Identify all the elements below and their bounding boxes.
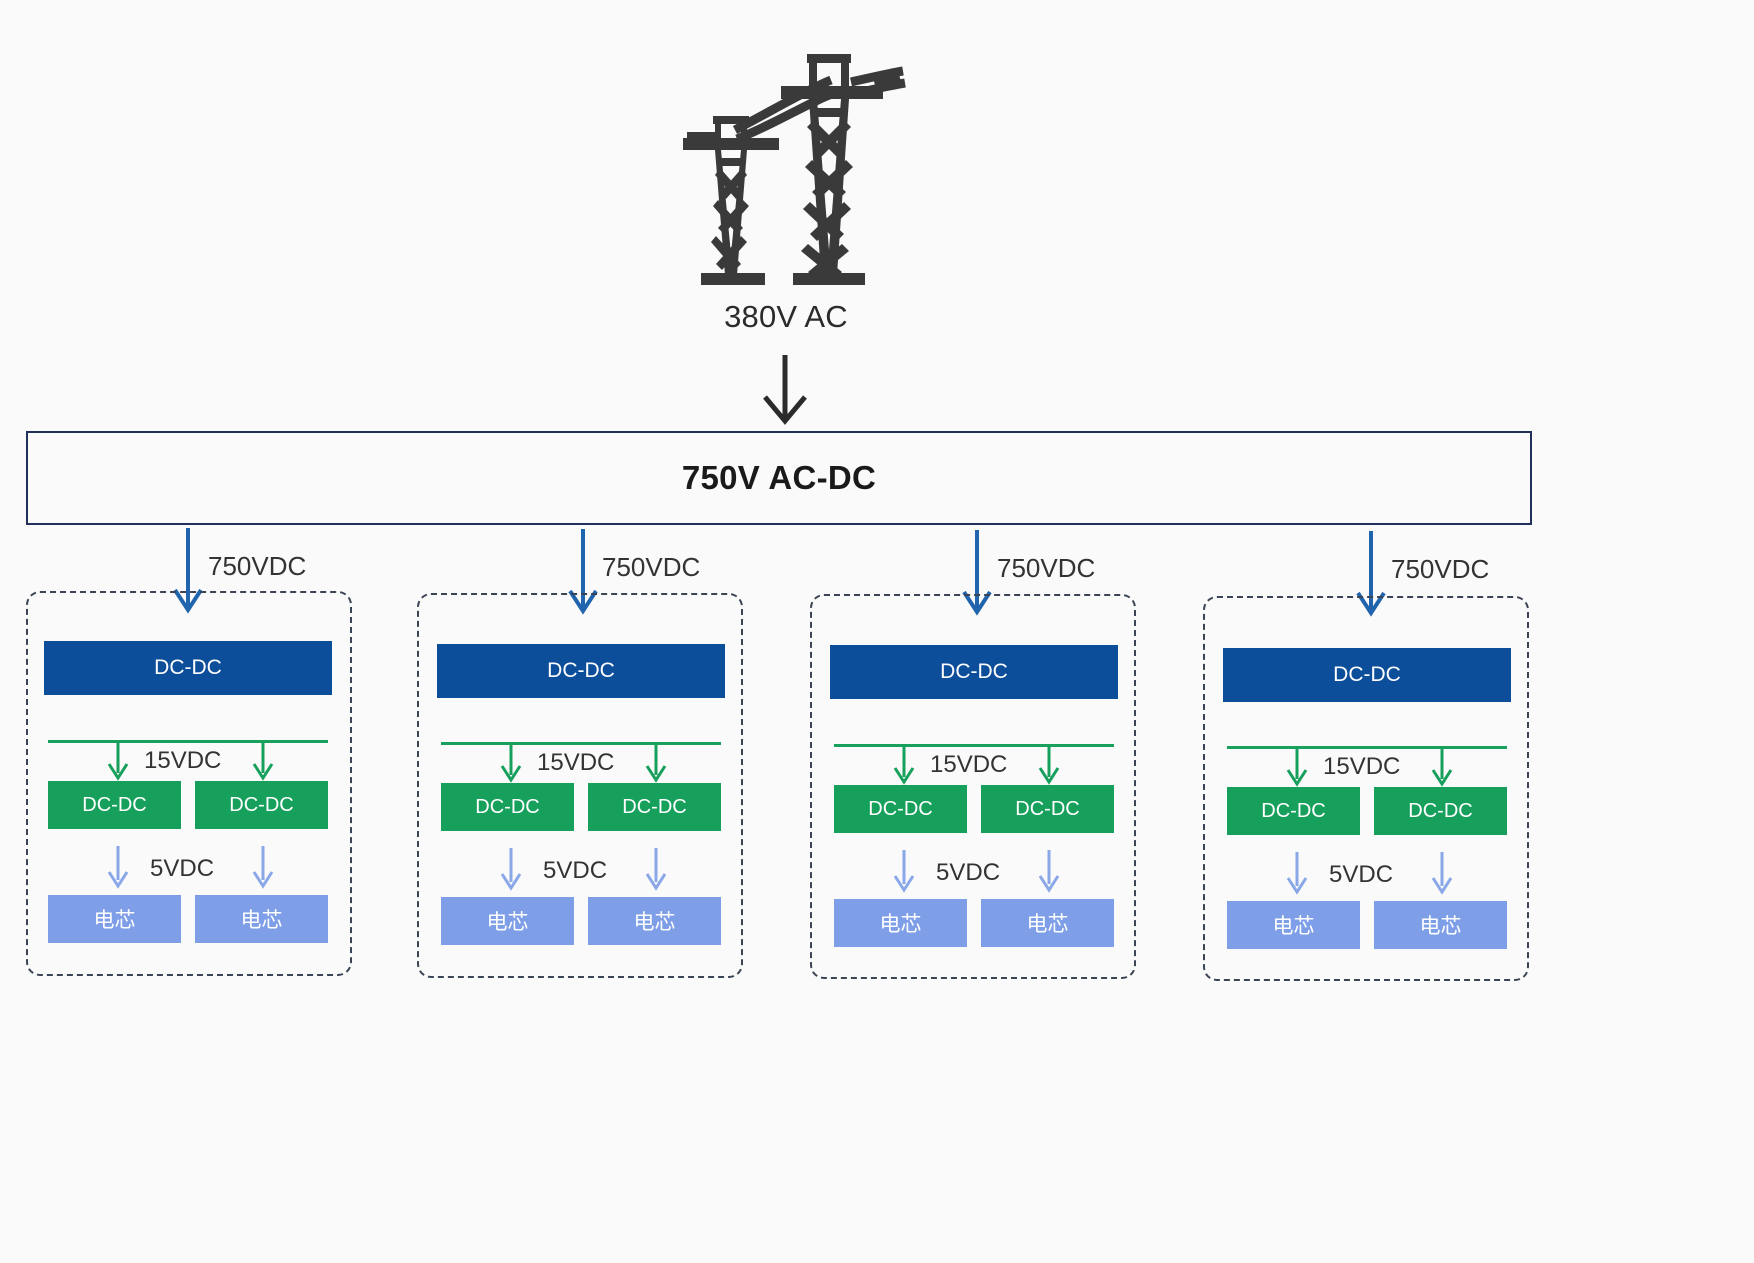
dcdc-blue-label-4: DC-DC	[1333, 663, 1401, 686]
bus-line-4	[1227, 746, 1507, 749]
dcdc-green-label-4a: DC-DC	[1261, 799, 1326, 822]
cell-box-3a[interactable]: 电芯	[834, 899, 967, 947]
acdc-converter-label: 750V AC-DC	[681, 459, 877, 496]
bus-line-1	[48, 740, 328, 743]
cell-arrow-2a	[498, 848, 524, 892]
cell-label-3b: 电芯	[1026, 913, 1069, 936]
dcdc-blue-1[interactable]: DC-DC	[44, 641, 332, 695]
cell-label-3a: 电芯	[879, 913, 922, 936]
cell-voltage-label-2: 5VDC	[543, 857, 608, 884]
cell-box-1b[interactable]: 电芯	[195, 895, 328, 943]
cell-label-1b: 电芯	[240, 909, 283, 932]
bus-arrow-1b	[250, 740, 276, 782]
dcdc-green-label-1a: DC-DC	[82, 793, 147, 816]
cell-box-2a[interactable]: 电芯	[441, 897, 574, 945]
cell-box-4b[interactable]: 电芯	[1374, 901, 1507, 949]
cell-arrow-1a	[105, 846, 131, 890]
dcdc-blue-label-3: DC-DC	[940, 660, 1008, 683]
dcdc-green-4a[interactable]: DC-DC	[1227, 787, 1360, 835]
dcdc-green-label-1b: DC-DC	[229, 793, 294, 816]
feeder-label-2: 750VDC	[602, 552, 701, 582]
cell-voltage-label-3: 5VDC	[936, 859, 1001, 886]
dcdc-green-label-2b: DC-DC	[622, 795, 687, 818]
bus-arrow-4b	[1429, 746, 1455, 788]
cell-label-4b: 电芯	[1419, 915, 1462, 938]
dcdc-green-4b[interactable]: DC-DC	[1374, 787, 1507, 835]
dcdc-green-label-3a: DC-DC	[868, 797, 933, 820]
bus-line-3	[834, 744, 1114, 747]
cell-box-2b[interactable]: 电芯	[588, 897, 721, 945]
cell-arrow-3b	[1036, 850, 1062, 894]
cell-box-4a[interactable]: 电芯	[1227, 901, 1360, 949]
cell-label-2a: 电芯	[486, 911, 529, 934]
feeder-label-1: 750VDC	[208, 551, 307, 581]
power-module-group-1[interactable]	[26, 591, 352, 976]
source-voltage-label: 380V AC	[724, 299, 848, 334]
power-module-group-4[interactable]	[1203, 596, 1529, 981]
cell-label-4a: 电芯	[1272, 915, 1315, 938]
cell-box-1a[interactable]: 电芯	[48, 895, 181, 943]
transmission-tower-icon	[663, 38, 909, 286]
power-module-group-3[interactable]	[810, 594, 1136, 979]
bus-arrow-2b	[643, 742, 669, 784]
cell-arrow-2b	[643, 848, 669, 892]
dcdc-green-3a[interactable]: DC-DC	[834, 785, 967, 833]
cell-voltage-label-1: 5VDC	[150, 855, 215, 882]
dcdc-blue-label-1: DC-DC	[154, 656, 222, 679]
cell-arrow-1b	[250, 846, 276, 890]
dcdc-green-label-3b: DC-DC	[1015, 797, 1080, 820]
cell-arrow-4a	[1284, 852, 1310, 896]
power-module-group-2[interactable]	[417, 593, 743, 978]
bus-label-1: 15VDC	[144, 747, 222, 774]
dcdc-blue-3[interactable]: DC-DC	[830, 645, 1118, 699]
bus-arrow-1a	[105, 740, 131, 782]
cell-label-1a: 电芯	[93, 909, 136, 932]
dcdc-green-3b[interactable]: DC-DC	[981, 785, 1114, 833]
bus-arrow-2a	[498, 742, 524, 784]
bus-arrow-3b	[1036, 744, 1062, 786]
dcdc-green-1a[interactable]: DC-DC	[48, 781, 181, 829]
cell-box-3b[interactable]: 电芯	[981, 899, 1114, 947]
dcdc-green-label-2a: DC-DC	[475, 795, 540, 818]
feeder-label-3: 750VDC	[997, 553, 1096, 583]
bus-label-3: 15VDC	[930, 751, 1008, 778]
dcdc-green-2b[interactable]: DC-DC	[588, 783, 721, 831]
dcdc-green-label-4b: DC-DC	[1408, 799, 1473, 822]
cell-voltage-label-4: 5VDC	[1329, 861, 1394, 888]
cell-arrow-4b	[1429, 852, 1455, 896]
dcdc-blue-4[interactable]: DC-DC	[1223, 648, 1511, 702]
dcdc-blue-label-2: DC-DC	[547, 659, 615, 682]
dcdc-green-1b[interactable]: DC-DC	[195, 781, 328, 829]
dcdc-blue-2[interactable]: DC-DC	[437, 644, 725, 698]
acdc-converter-bar[interactable]: 750V AC-DC	[26, 431, 1532, 525]
feeder-arrow-1	[168, 528, 208, 618]
bus-arrow-3a	[891, 744, 917, 786]
feeder-label-4: 750VDC	[1391, 554, 1490, 584]
bus-label-4: 15VDC	[1323, 753, 1401, 780]
dcdc-green-2a[interactable]: DC-DC	[441, 783, 574, 831]
cell-arrow-3a	[891, 850, 917, 894]
bus-label-2: 15VDC	[537, 749, 615, 776]
cell-label-2b: 电芯	[633, 911, 676, 934]
main-flow-arrow-icon	[748, 355, 822, 427]
bus-arrow-4a	[1284, 746, 1310, 788]
bus-line-2	[441, 742, 721, 745]
